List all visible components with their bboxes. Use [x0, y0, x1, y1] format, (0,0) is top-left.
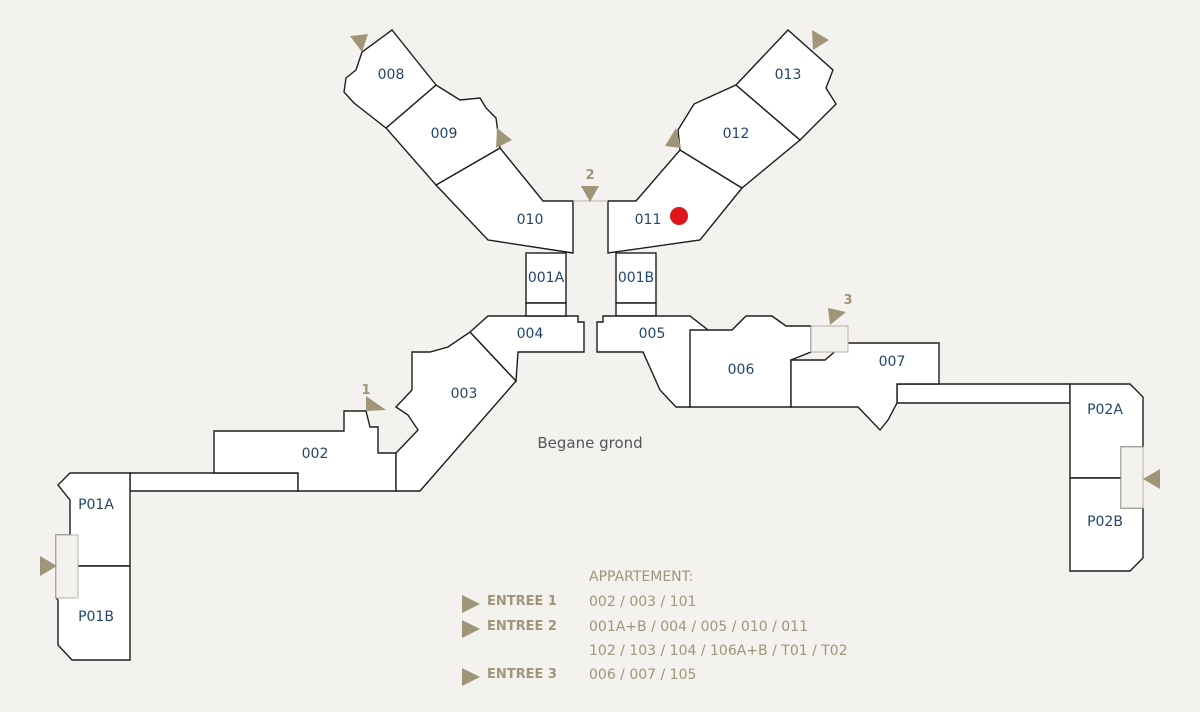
entrance-arrow-icon [496, 128, 512, 148]
label-p02b: P02B [1087, 514, 1123, 530]
unit-002[interactable] [213, 410, 397, 492]
entrance-2-arrow-icon [581, 186, 599, 202]
legend-entrance-name: ENTREE 1 [487, 594, 557, 609]
legend-entrance-name: ENTREE 3 [487, 667, 557, 682]
legend-header: APPARTEMENT: [589, 569, 694, 585]
entrance-1-arrow-icon [366, 396, 386, 411]
unit-009[interactable] [385, 84, 501, 186]
corridor-east [896, 383, 1071, 404]
label-002: 002 [302, 446, 329, 462]
label-p02a: P02A [1087, 402, 1123, 418]
triangle-icon [462, 620, 480, 638]
legend-entrance-name: ENTREE 2 [487, 619, 557, 634]
legend-entrance-units: 102 / 103 / 104 / 106A+B / T01 / T02 [589, 643, 848, 659]
entrance-arrow-icon [812, 30, 829, 50]
unit-001a[interactable] [525, 252, 567, 304]
label-008: 008 [378, 67, 405, 83]
legend-entrance-units: 001A+B / 004 / 005 / 010 / 011 [589, 619, 808, 635]
entry-gap-3 [810, 325, 849, 353]
label-011: 011 [635, 212, 662, 228]
unit-004[interactable] [468, 315, 585, 383]
label-003: 003 [451, 386, 478, 402]
entrance-arrow-icon [350, 34, 368, 52]
stair-001b [615, 302, 657, 317]
unit-008[interactable] [343, 29, 437, 129]
entry-gap-p02 [1120, 446, 1144, 509]
entrance-number-2: 2 [585, 168, 594, 183]
triangle-icon [462, 668, 480, 686]
entrance-arrow-icon [1143, 469, 1160, 489]
corridor-west [129, 472, 299, 492]
entrance-3-arrow-icon [828, 308, 846, 325]
unit-013[interactable] [734, 29, 837, 141]
entry-gap-p01 [55, 534, 79, 599]
label-001a: 001A [528, 270, 565, 286]
label-012: 012 [723, 126, 750, 142]
label-006: 006 [728, 362, 755, 378]
label-p01b: P01B [78, 609, 114, 625]
entrance-arrow-icon [665, 128, 681, 148]
floor-label: Begane grond [537, 434, 642, 452]
stair-001a [525, 302, 567, 317]
label-p01a: P01A [78, 497, 114, 513]
entrance-arrow-icon [40, 556, 57, 576]
legend-entrance-units: 002 / 003 / 101 [589, 594, 697, 610]
label-009: 009 [431, 126, 458, 142]
label-004: 004 [517, 326, 544, 342]
triangle-icon [462, 595, 480, 613]
location-marker [670, 207, 688, 225]
label-005: 005 [639, 326, 666, 342]
legend-entrance-units: 006 / 007 / 105 [589, 667, 697, 683]
label-007: 007 [879, 354, 906, 370]
entrance-number-1: 1 [361, 383, 370, 398]
label-001b: 001B [618, 270, 654, 286]
label-010: 010 [517, 212, 544, 228]
entrance-number-3: 3 [843, 293, 852, 308]
label-013: 013 [775, 67, 802, 83]
